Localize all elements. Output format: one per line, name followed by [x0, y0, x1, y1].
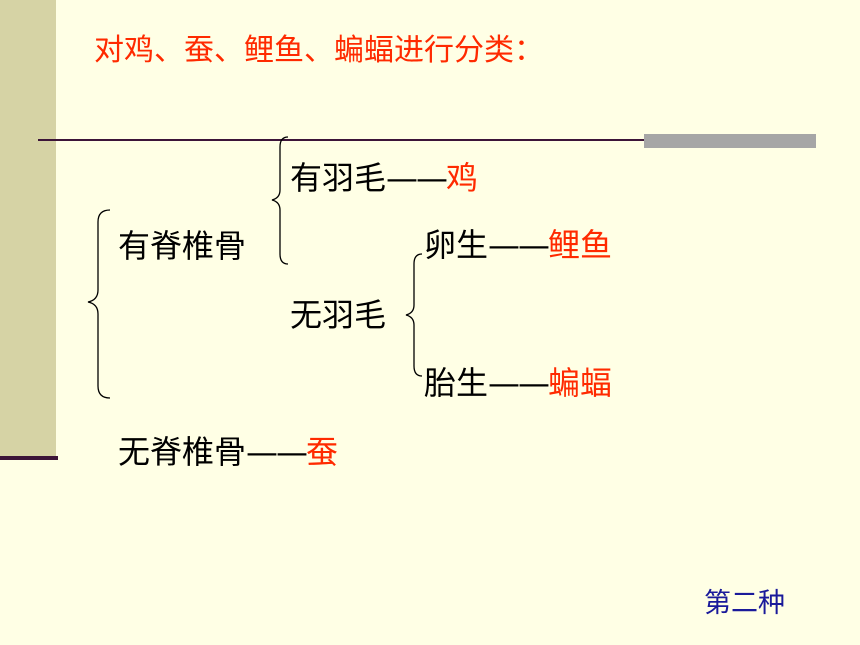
oviparous-dash: —— — [488, 226, 550, 264]
feathered-row: 有羽毛——鸡 — [290, 162, 478, 194]
carp-label: 鲤鱼 — [548, 226, 613, 264]
left-rule — [0, 456, 58, 460]
header-rule — [38, 139, 648, 141]
feather-brace — [271, 136, 289, 265]
viviparous-dash: —— — [488, 364, 550, 402]
vertebrate-brace — [87, 209, 111, 399]
invertebrate-row: 无脊椎骨——蚕 — [118, 436, 338, 468]
invertebrate-dash: —— — [246, 433, 308, 471]
header-gray-bar — [644, 134, 816, 148]
non-feathered-label: 无羽毛 — [290, 296, 387, 334]
slide-title: 对鸡、蚕、鲤鱼、蝙蝠进行分类： — [94, 33, 544, 68]
oviparous-label: 卵生 — [424, 226, 489, 264]
bat-label: 蝙蝠 — [548, 364, 613, 402]
side-bar — [0, 0, 56, 458]
chicken-label: 鸡 — [446, 159, 479, 197]
viviparous-label: 胎生 — [424, 364, 489, 402]
feathered-label: 有羽毛 — [290, 159, 387, 197]
vertebrate-label: 有脊椎骨 — [118, 227, 247, 265]
oviparous-row: 卵生——鲤鱼 — [424, 229, 612, 261]
footer-label: 第二种 — [704, 588, 785, 619]
invertebrate-label: 无脊椎骨 — [118, 433, 247, 471]
viviparous-row: 胎生——蝙蝠 — [424, 367, 612, 399]
silkworm-label: 蚕 — [306, 433, 339, 471]
feathered-dash: —— — [386, 159, 448, 197]
birth-brace — [405, 253, 423, 377]
